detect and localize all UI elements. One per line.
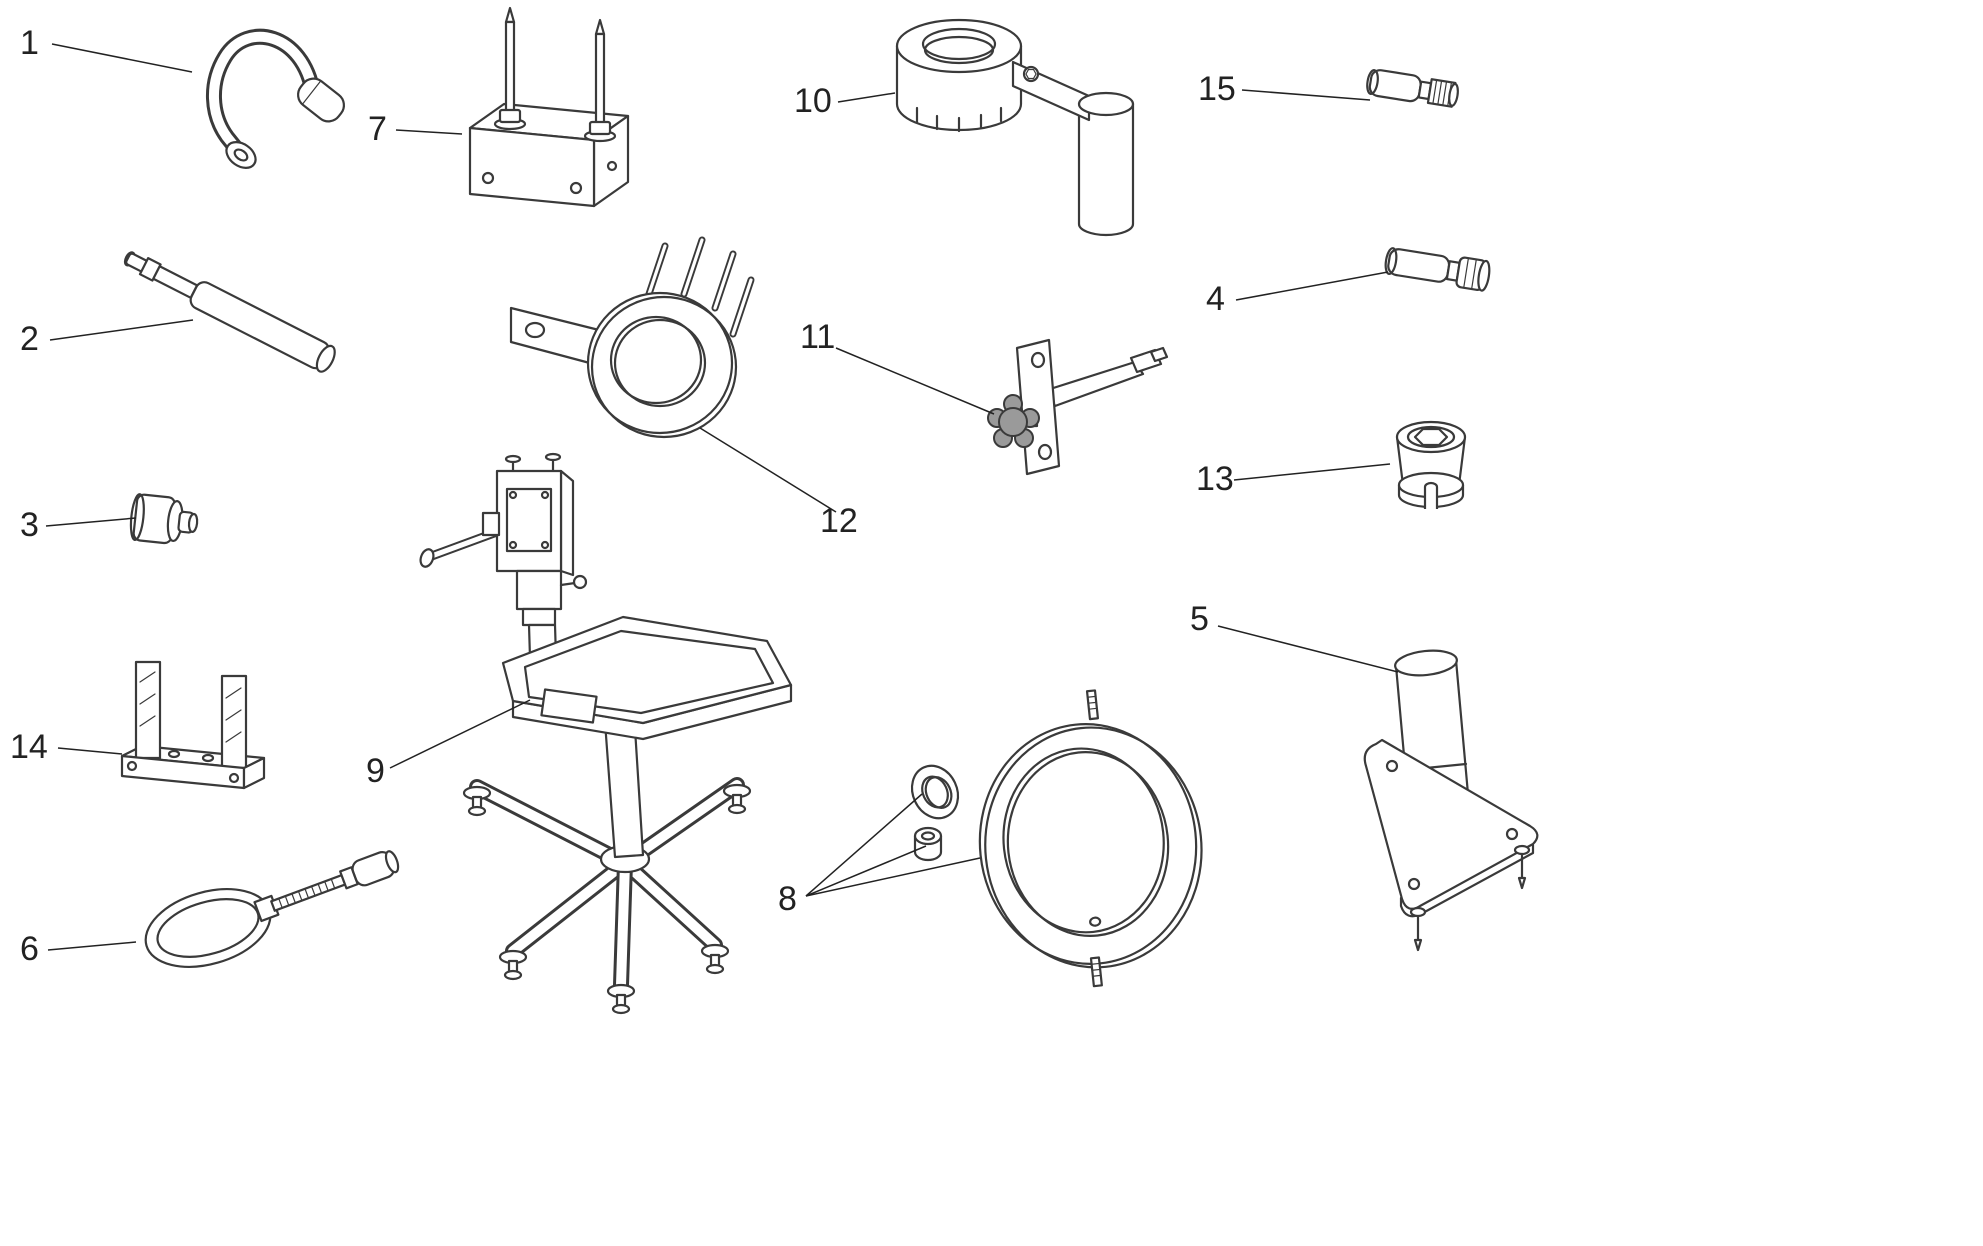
- base-feet: [462, 783, 752, 1015]
- tool-15-knurled-threaded-pin: [1366, 69, 1459, 108]
- callout-label-6: 6: [20, 930, 39, 968]
- callout-label-2: 2: [20, 320, 39, 358]
- tool-2-knurled-drift-punch: [123, 251, 336, 373]
- callout-13: 13: [1196, 460, 1391, 498]
- tool-5-triangular-base: [1363, 649, 1539, 952]
- callout-4: 4: [1206, 271, 1389, 318]
- tool-14-fork-gauge: [120, 660, 266, 790]
- corner-screw-bottom: [1409, 906, 1427, 952]
- callout-label-12: 12: [820, 502, 858, 540]
- thread-ticks: [278, 878, 336, 909]
- callout-label-4: 4: [1206, 280, 1225, 318]
- tool-10-cylinder-holder: [895, 18, 1135, 237]
- tool-6-oval-loop-tool: [144, 850, 400, 968]
- callout-label-9: 9: [366, 752, 385, 790]
- callout-6: 6: [20, 930, 137, 968]
- tool-9-service-stand: [419, 452, 793, 1015]
- tool-7-pin-bracket: [468, 6, 630, 208]
- callout-5: 5: [1190, 600, 1399, 673]
- callout-15: 15: [1198, 70, 1371, 108]
- callout-3: 3: [20, 506, 137, 544]
- large-ring: [978, 689, 1203, 988]
- callout-label-8: 8: [778, 880, 797, 918]
- tool-3-knurled-bushing: [129, 493, 199, 545]
- hex-opening: [1413, 427, 1449, 447]
- callout-1: 1: [20, 24, 193, 73]
- tool-12-pin-ring-wrench: [509, 236, 755, 439]
- bottom-stud: [1089, 956, 1103, 988]
- callout-label-13: 13: [1196, 460, 1234, 498]
- callout-12: 12: [699, 427, 858, 540]
- callout-label-7: 7: [368, 110, 387, 148]
- callout-label-10: 10: [794, 82, 832, 120]
- callout-7: 7: [368, 110, 463, 148]
- callout-11: 11: [800, 318, 995, 415]
- ring-pins: [643, 236, 755, 338]
- callout-label-14: 14: [10, 728, 48, 766]
- callout-label-1: 1: [20, 24, 39, 62]
- corner-screw-right: [1513, 844, 1531, 890]
- tool-11-bracket-star-knob: [987, 338, 1169, 476]
- callout-9: 9: [366, 699, 531, 790]
- callout-14: 14: [10, 728, 123, 766]
- callout-label-3: 3: [20, 506, 39, 544]
- callout-2: 2: [20, 319, 194, 358]
- callout-8: 8: [778, 793, 981, 918]
- callout-10: 10: [794, 82, 896, 120]
- callout-label-11: 11: [800, 318, 835, 356]
- tool-4-knurled-pin-collar: [1384, 247, 1491, 292]
- tool-1-hook-spanner: [206, 28, 345, 169]
- callout-label-5: 5: [1190, 600, 1209, 638]
- tool-8-ring-washer-set: [910, 689, 1203, 988]
- castellation-ticks: [915, 106, 1003, 133]
- top-stud: [1085, 689, 1100, 721]
- tool-13-slotted-socket: [1395, 420, 1467, 509]
- callouts: 1 2 3 14 6 7 9 12: [10, 24, 1399, 968]
- washer: [910, 764, 960, 820]
- bushing: [913, 826, 943, 862]
- star-knob: [987, 394, 1040, 448]
- callout-label-15: 15: [1198, 70, 1236, 108]
- knurl-grip: [189, 281, 331, 370]
